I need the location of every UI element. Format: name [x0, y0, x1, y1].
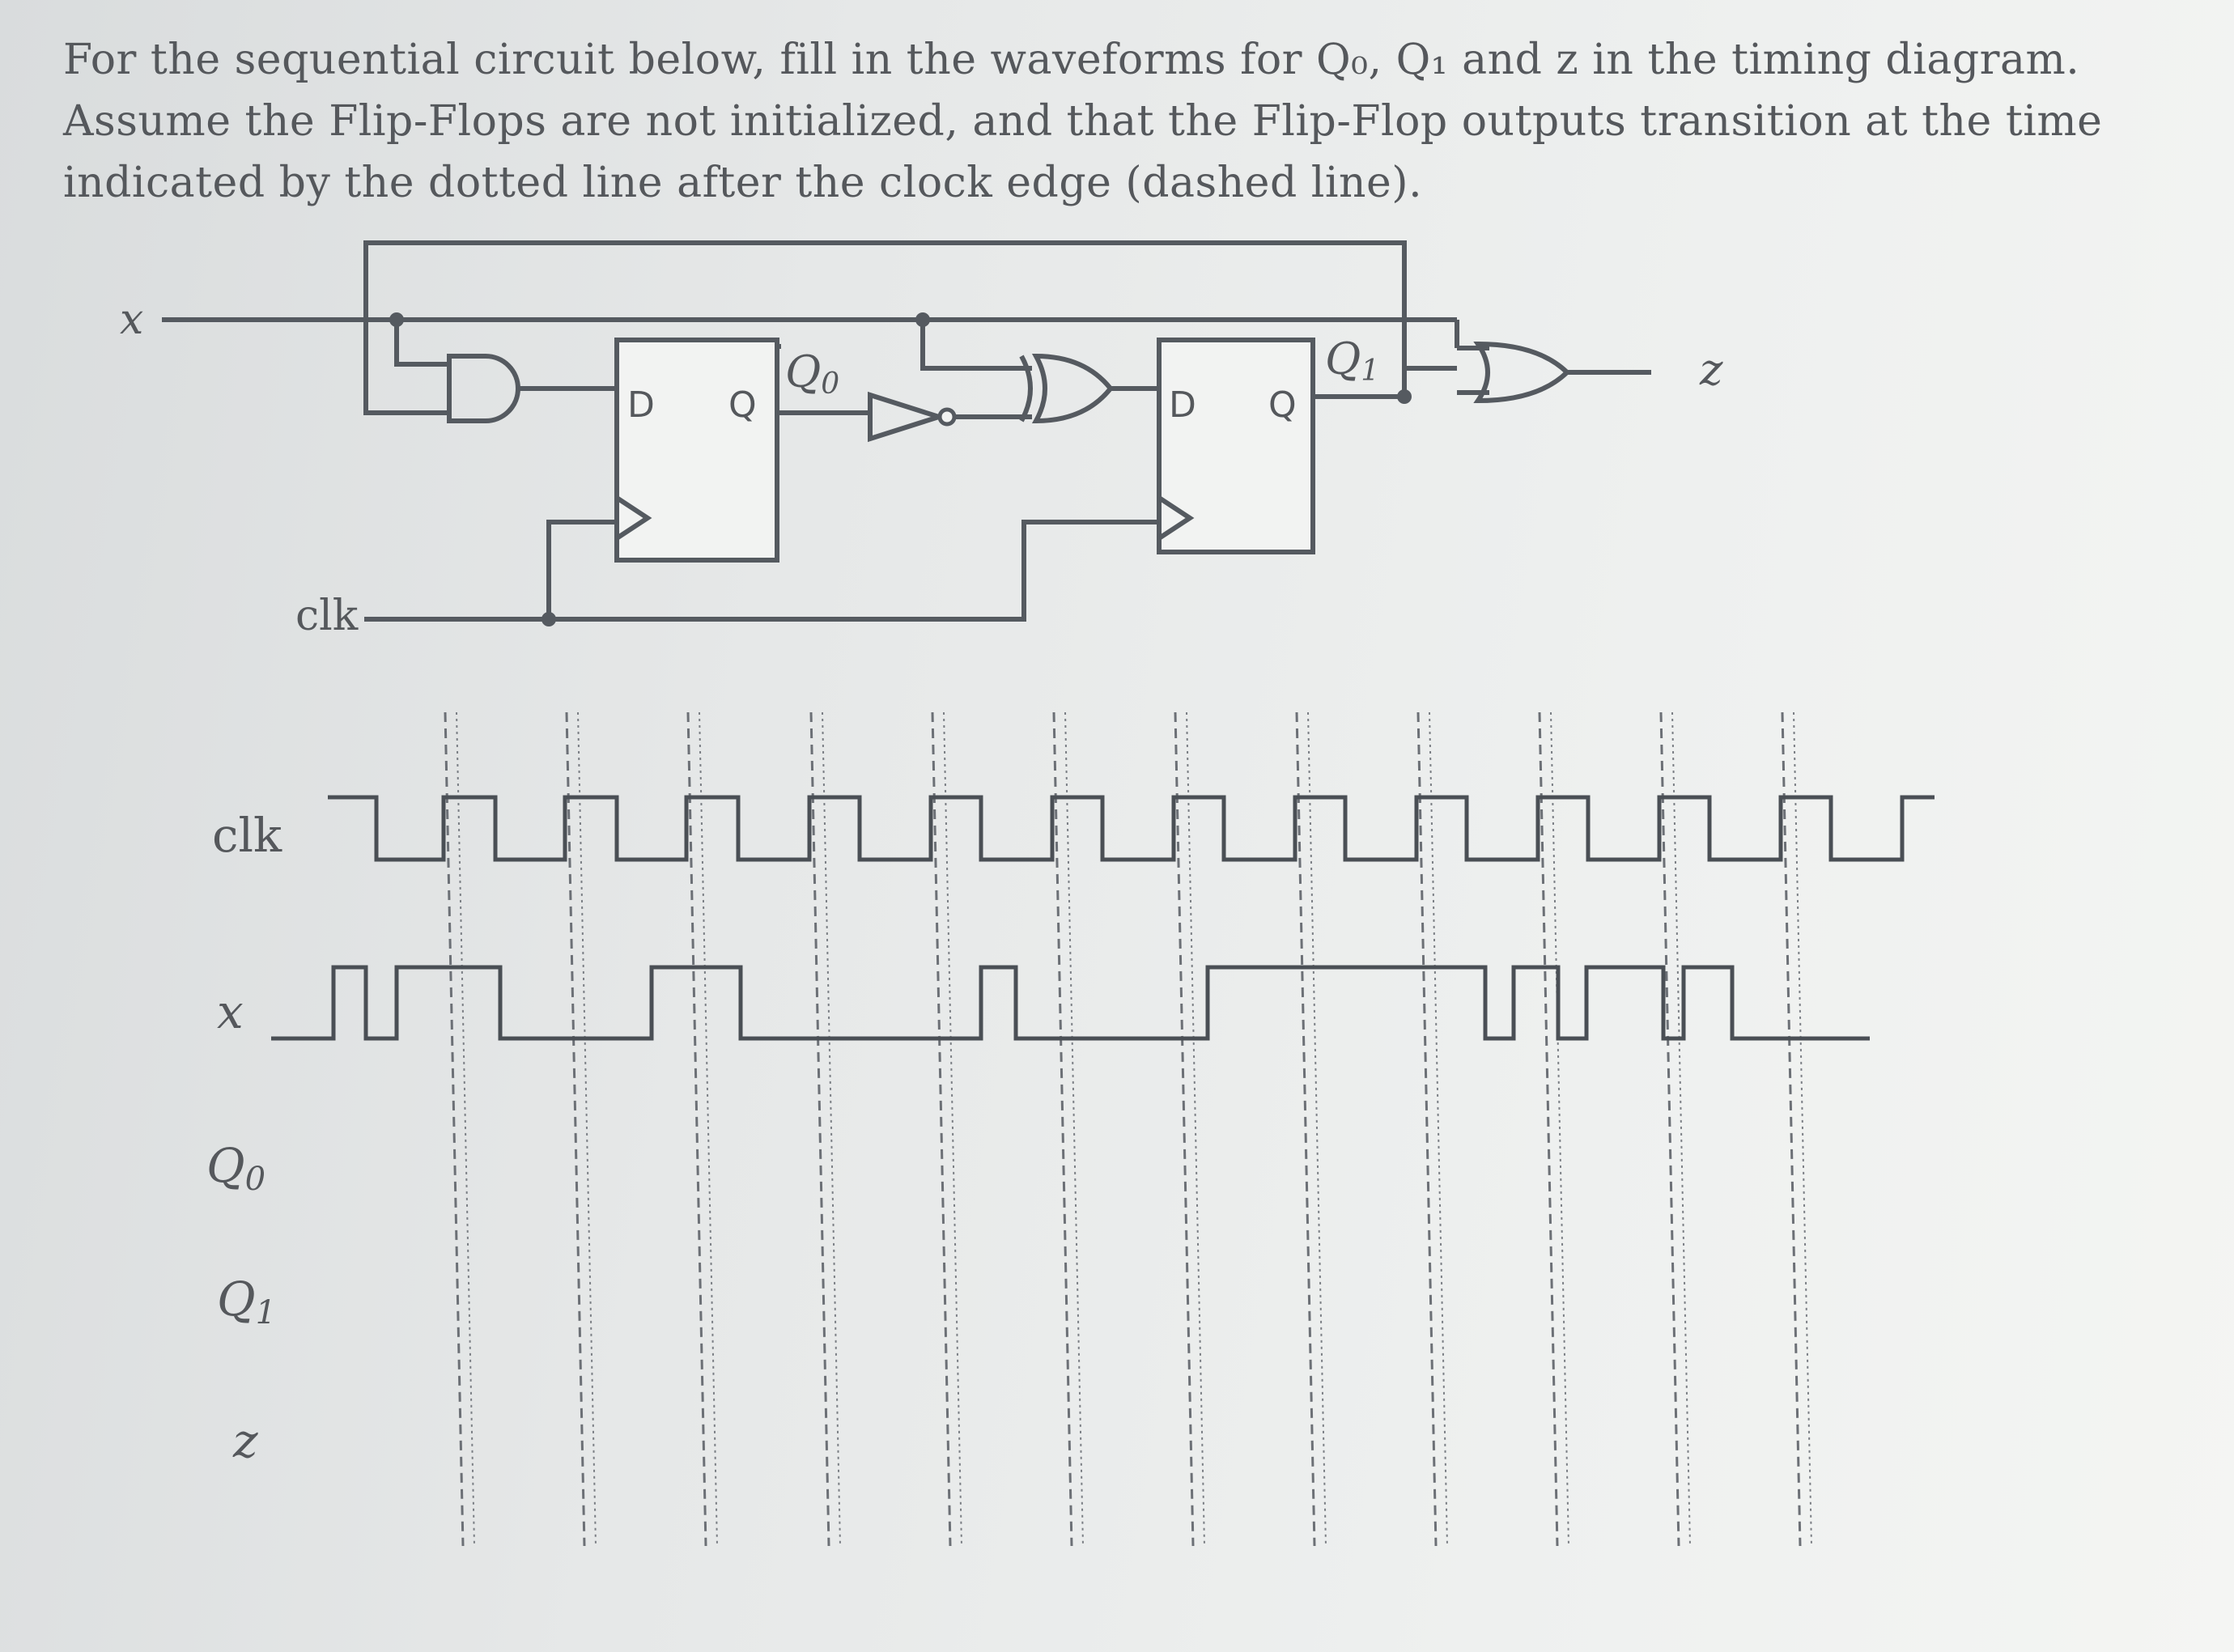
q0-tick [775, 344, 781, 389]
transition-dotted-line [1793, 711, 1812, 1547]
q1-to-or-wire [1402, 366, 1457, 397]
ff0-q-pin: Q [728, 384, 757, 426]
clock-edge-dashed-line [444, 711, 465, 1547]
problem-line-1: For the sequential circuit below, fill i… [63, 36, 2080, 84]
clock-edge-dashed-line [809, 711, 830, 1547]
clock-edge-dashed-line [1781, 711, 1802, 1547]
problem-line-3: indicated by the dotted line after the c… [63, 159, 1423, 207]
ff0-d-pin: D [627, 384, 655, 426]
timing-label-z: z [232, 1413, 258, 1468]
transition-dotted-line [699, 711, 718, 1547]
ff1-d-pin: D [1169, 384, 1196, 426]
or-gate [1473, 341, 1571, 404]
clock-edge-dashed-line [1295, 711, 1316, 1547]
transition-dotted-line [456, 711, 475, 1547]
timing-label-q1: Q1 [217, 1272, 276, 1331]
timing-diagram: clk x Q0 Q1 z [206, 711, 1935, 1547]
and-input-x-wire [394, 320, 449, 367]
x-to-xor-wire [920, 320, 1032, 371]
clock-to-ff1-wire [364, 520, 1159, 622]
ff1-q-pin: Q [1268, 384, 1297, 426]
q1-output-label: Q1 [1325, 333, 1379, 388]
transition-dotted-line [577, 711, 597, 1547]
clock-edge-dashed-line [1052, 711, 1073, 1547]
clock-label: clk [295, 592, 359, 640]
junction-dot [389, 312, 404, 327]
transition-dotted-line [1671, 711, 1691, 1547]
transition-dotted-line [943, 711, 962, 1547]
x-input-waveform [271, 965, 1870, 1041]
clock-edge-dashed-line [1174, 711, 1195, 1547]
timing-label-clk: clk [212, 808, 282, 863]
problem-statement: For the sequential circuit below, fill i… [63, 29, 2184, 214]
transition-dotted-line [1550, 711, 1569, 1547]
transition-dotted-line [822, 711, 841, 1547]
q0-output-label: Q0 [785, 346, 839, 401]
timing-label-q0: Q0 [206, 1138, 265, 1198]
clock-edge-dashed-line [1416, 711, 1438, 1547]
xor-gate-back [1019, 355, 1033, 423]
transition-dotted-line [1429, 711, 1448, 1547]
output-z-label: z [1699, 344, 1723, 395]
clock-edge-guide-lines [444, 711, 1812, 1547]
input-x-label: x [120, 295, 143, 344]
clock-waveform [328, 795, 1935, 862]
transition-dotted-line [1186, 711, 1205, 1547]
ff0-clock-triangle [615, 495, 652, 541]
x-to-or-wire [1404, 317, 1459, 348]
clock-edge-dashed-line [686, 711, 707, 1547]
and-input-q1-wire [363, 320, 449, 415]
and-gate [447, 354, 520, 423]
clock-edge-dashed-line [1659, 711, 1680, 1547]
clock-edge-dashed-line [1538, 711, 1559, 1547]
flip-flop-0 [614, 338, 779, 563]
circuit-schematic: x D Q Q0 [120, 240, 1723, 640]
transition-dotted-line [1064, 711, 1084, 1547]
xor-gate [1031, 353, 1114, 424]
timing-label-x: x [217, 984, 244, 1039]
clock-to-ff0-wire [546, 520, 617, 619]
problem-line-2: Assume the Flip-Flops are not initialize… [63, 97, 2103, 146]
clock-edge-dashed-line [931, 711, 952, 1547]
transition-dotted-line [1307, 711, 1327, 1547]
inverter-gate [868, 391, 947, 443]
ff1-clock-triangle [1157, 495, 1195, 541]
junction-dot [542, 612, 556, 626]
clock-edge-dashed-line [565, 711, 586, 1547]
inverter-bubble [937, 407, 957, 427]
